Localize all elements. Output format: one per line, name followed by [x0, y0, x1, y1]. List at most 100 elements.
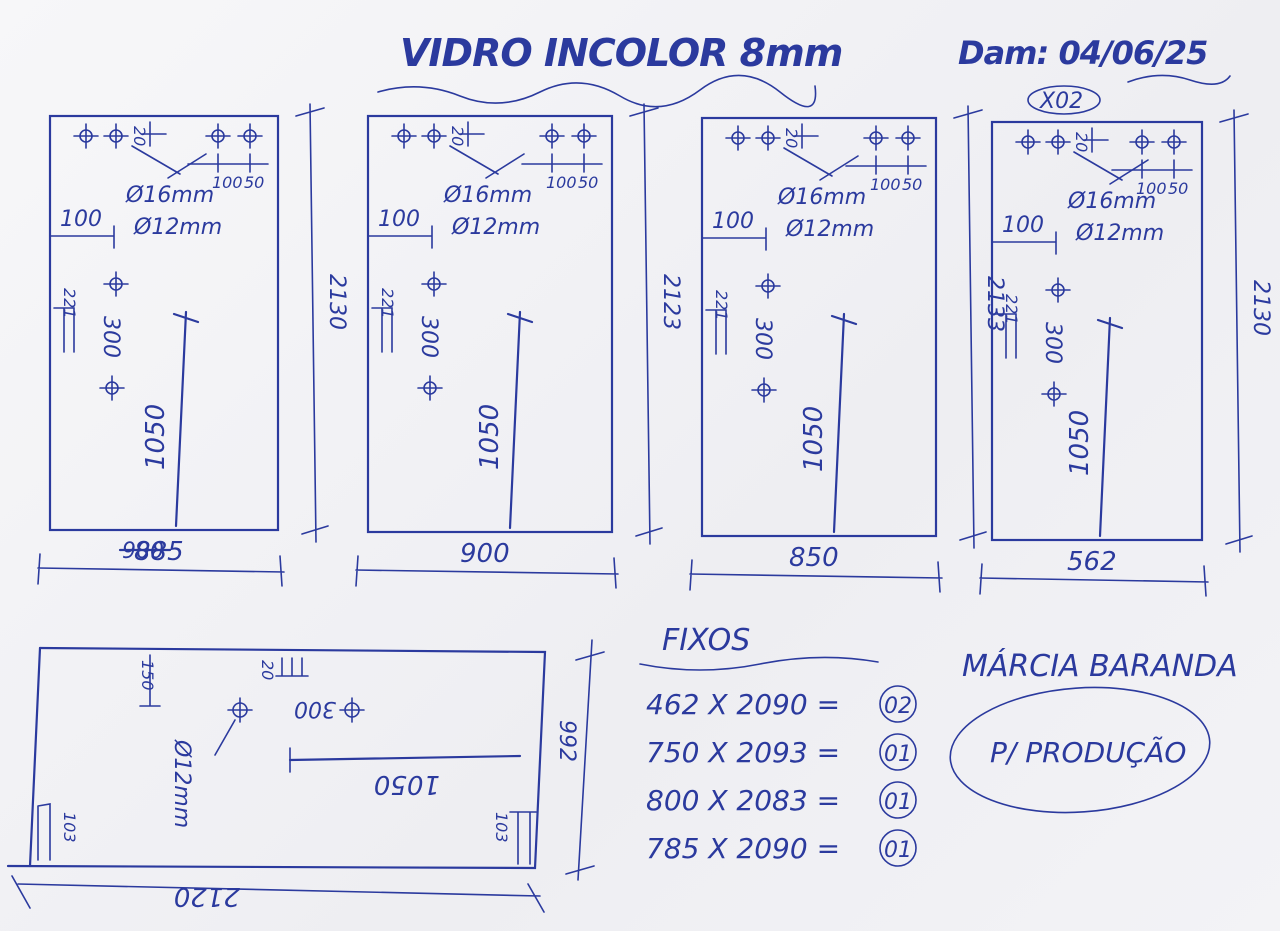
- hole-leaders: [783, 147, 859, 181]
- offset-mark: [141, 121, 167, 147]
- hole-gap-label: 300: [416, 316, 441, 358]
- width-dim-label: 562: [1067, 547, 1117, 577]
- header-title: VIDRO INCOLOR 8mm: [400, 31, 842, 75]
- width-dim-line: [689, 559, 943, 593]
- handle-height-label: 1050: [141, 404, 171, 470]
- width-dim-label: 850: [789, 543, 839, 573]
- bottom-handle-label: 1050: [374, 769, 440, 799]
- edge-dim-a: 100: [870, 175, 901, 194]
- offset-mark: [459, 121, 485, 147]
- fixos-row-qty: 01: [884, 838, 912, 863]
- bottom-hole-size: Ø12mm: [169, 739, 194, 828]
- hole-big-label: Ø16mm: [1067, 189, 1156, 214]
- bottom-hinge-marks: [275, 657, 309, 677]
- qty-label: X02: [1039, 89, 1083, 114]
- width-dim-line: [355, 555, 619, 589]
- handle-line: [830, 312, 858, 534]
- title-underline: [377, 74, 817, 108]
- hole-big-label: Ø16mm: [777, 185, 866, 210]
- left-dim-label: 100: [378, 207, 420, 232]
- client-name: MÁRCIA BARANDA: [962, 648, 1238, 684]
- bottom-right-mark-box: [509, 811, 537, 865]
- height-dim-line: [629, 103, 663, 545]
- side-mark-label: 221: [60, 288, 79, 319]
- side-mark-label: 221: [378, 288, 397, 319]
- height-dim-label: 2130: [324, 274, 349, 330]
- client-block: MÁRCIA BARANDA P/ PRODUÇÃO: [949, 648, 1238, 814]
- bottom-length-label: 2120: [174, 881, 240, 911]
- fixos-qty-circle: [879, 685, 917, 723]
- side-mark-box: [705, 309, 727, 355]
- offset-top-label: 20: [782, 128, 801, 148]
- handle-hole-top-cross: [421, 271, 447, 297]
- offset-top-label: 20: [130, 126, 149, 146]
- left-dim-line: [701, 227, 767, 251]
- door-panel-outline: [366, 114, 614, 534]
- hole-gap-label: 300: [98, 316, 123, 358]
- hole-leaders: [131, 145, 207, 179]
- hinge-hole-3-cross: [539, 123, 565, 149]
- bottom-left-mark: 103: [60, 812, 79, 843]
- hole-gap-label: 300: [1040, 322, 1065, 364]
- left-dim-label: 100: [712, 209, 754, 234]
- bottom-length-line: [17, 883, 541, 897]
- handle-line: [1096, 316, 1124, 538]
- bottom-panel: 2120 992 150 20 300 Ø12mm 1050 103 103: [6, 639, 605, 913]
- hole-small-label: Ø12mm: [785, 217, 874, 242]
- hinge-hole-2-cross: [755, 125, 781, 151]
- bottom-hole-a-cross: [227, 697, 253, 723]
- handle-hole-bottom-cross: [99, 375, 125, 401]
- fixos-row-qty: 01: [884, 742, 912, 767]
- left-dim-line: [991, 231, 1057, 255]
- height-dim-line: [953, 105, 987, 549]
- handle-hole-bottom-cross: [1041, 381, 1067, 407]
- door-panel-outline: [700, 116, 938, 538]
- handle-hole-bottom-cross: [417, 375, 443, 401]
- bottom-hole-gap: 300: [294, 696, 336, 721]
- date-underline: [1127, 74, 1231, 85]
- bottom-hole-b-cross: [339, 697, 365, 723]
- edge-dim-b: 50: [578, 173, 598, 192]
- width-dim-label: 885: [134, 537, 184, 567]
- height-dim-label: 2123: [658, 274, 683, 330]
- hinge-hole-4-cross: [571, 123, 597, 149]
- hinge-hole-1-cross: [73, 123, 99, 149]
- hole-big-label: Ø16mm: [443, 183, 532, 208]
- handle-hole-top-cross: [755, 273, 781, 299]
- left-dim-label: 100: [60, 207, 102, 232]
- edge-dim-b: 50: [244, 173, 264, 192]
- bottom-height-ticks: [565, 651, 605, 875]
- handle-height-label: 1050: [475, 404, 505, 470]
- door-panel-outline: [990, 120, 1204, 542]
- hinge-hole-1-cross: [725, 125, 751, 151]
- bottom-panel-left-edge: [28, 646, 42, 868]
- hinge-hole-2-cross: [1045, 129, 1071, 155]
- handle-line: [172, 310, 200, 528]
- left-dim-label: 100: [1002, 213, 1044, 238]
- stamp-ellipse: [949, 686, 1211, 814]
- hinge-hole-4-cross: [1161, 129, 1187, 155]
- bottom-height-line: [577, 639, 593, 881]
- handle-line: [506, 310, 534, 530]
- width-overwrite-label: 900: [122, 539, 164, 564]
- height-dim-label: 2130: [1248, 280, 1273, 336]
- hinge-hole-1-cross: [1015, 129, 1041, 155]
- height-dim-label: 2133: [982, 276, 1007, 332]
- fixos-row-dims: 462 X 2090 =: [646, 688, 840, 721]
- edge-dim-a: 100: [212, 173, 243, 192]
- bottom-hole-leader: [214, 719, 236, 756]
- side-mark-box: [371, 307, 393, 353]
- hinge-hole-4-cross: [895, 125, 921, 151]
- hinge-hole-3-cross: [205, 123, 231, 149]
- hole-small-label: Ø12mm: [1075, 221, 1164, 246]
- hinge-hole-2-cross: [103, 123, 129, 149]
- fixos-row-dims: 750 X 2093 =: [646, 736, 840, 769]
- side-mark-box: [995, 313, 1017, 359]
- fixos-row-qty: 01: [884, 790, 912, 815]
- side-mark-label: 221: [1002, 294, 1021, 325]
- bottom-handle-line: [288, 754, 522, 762]
